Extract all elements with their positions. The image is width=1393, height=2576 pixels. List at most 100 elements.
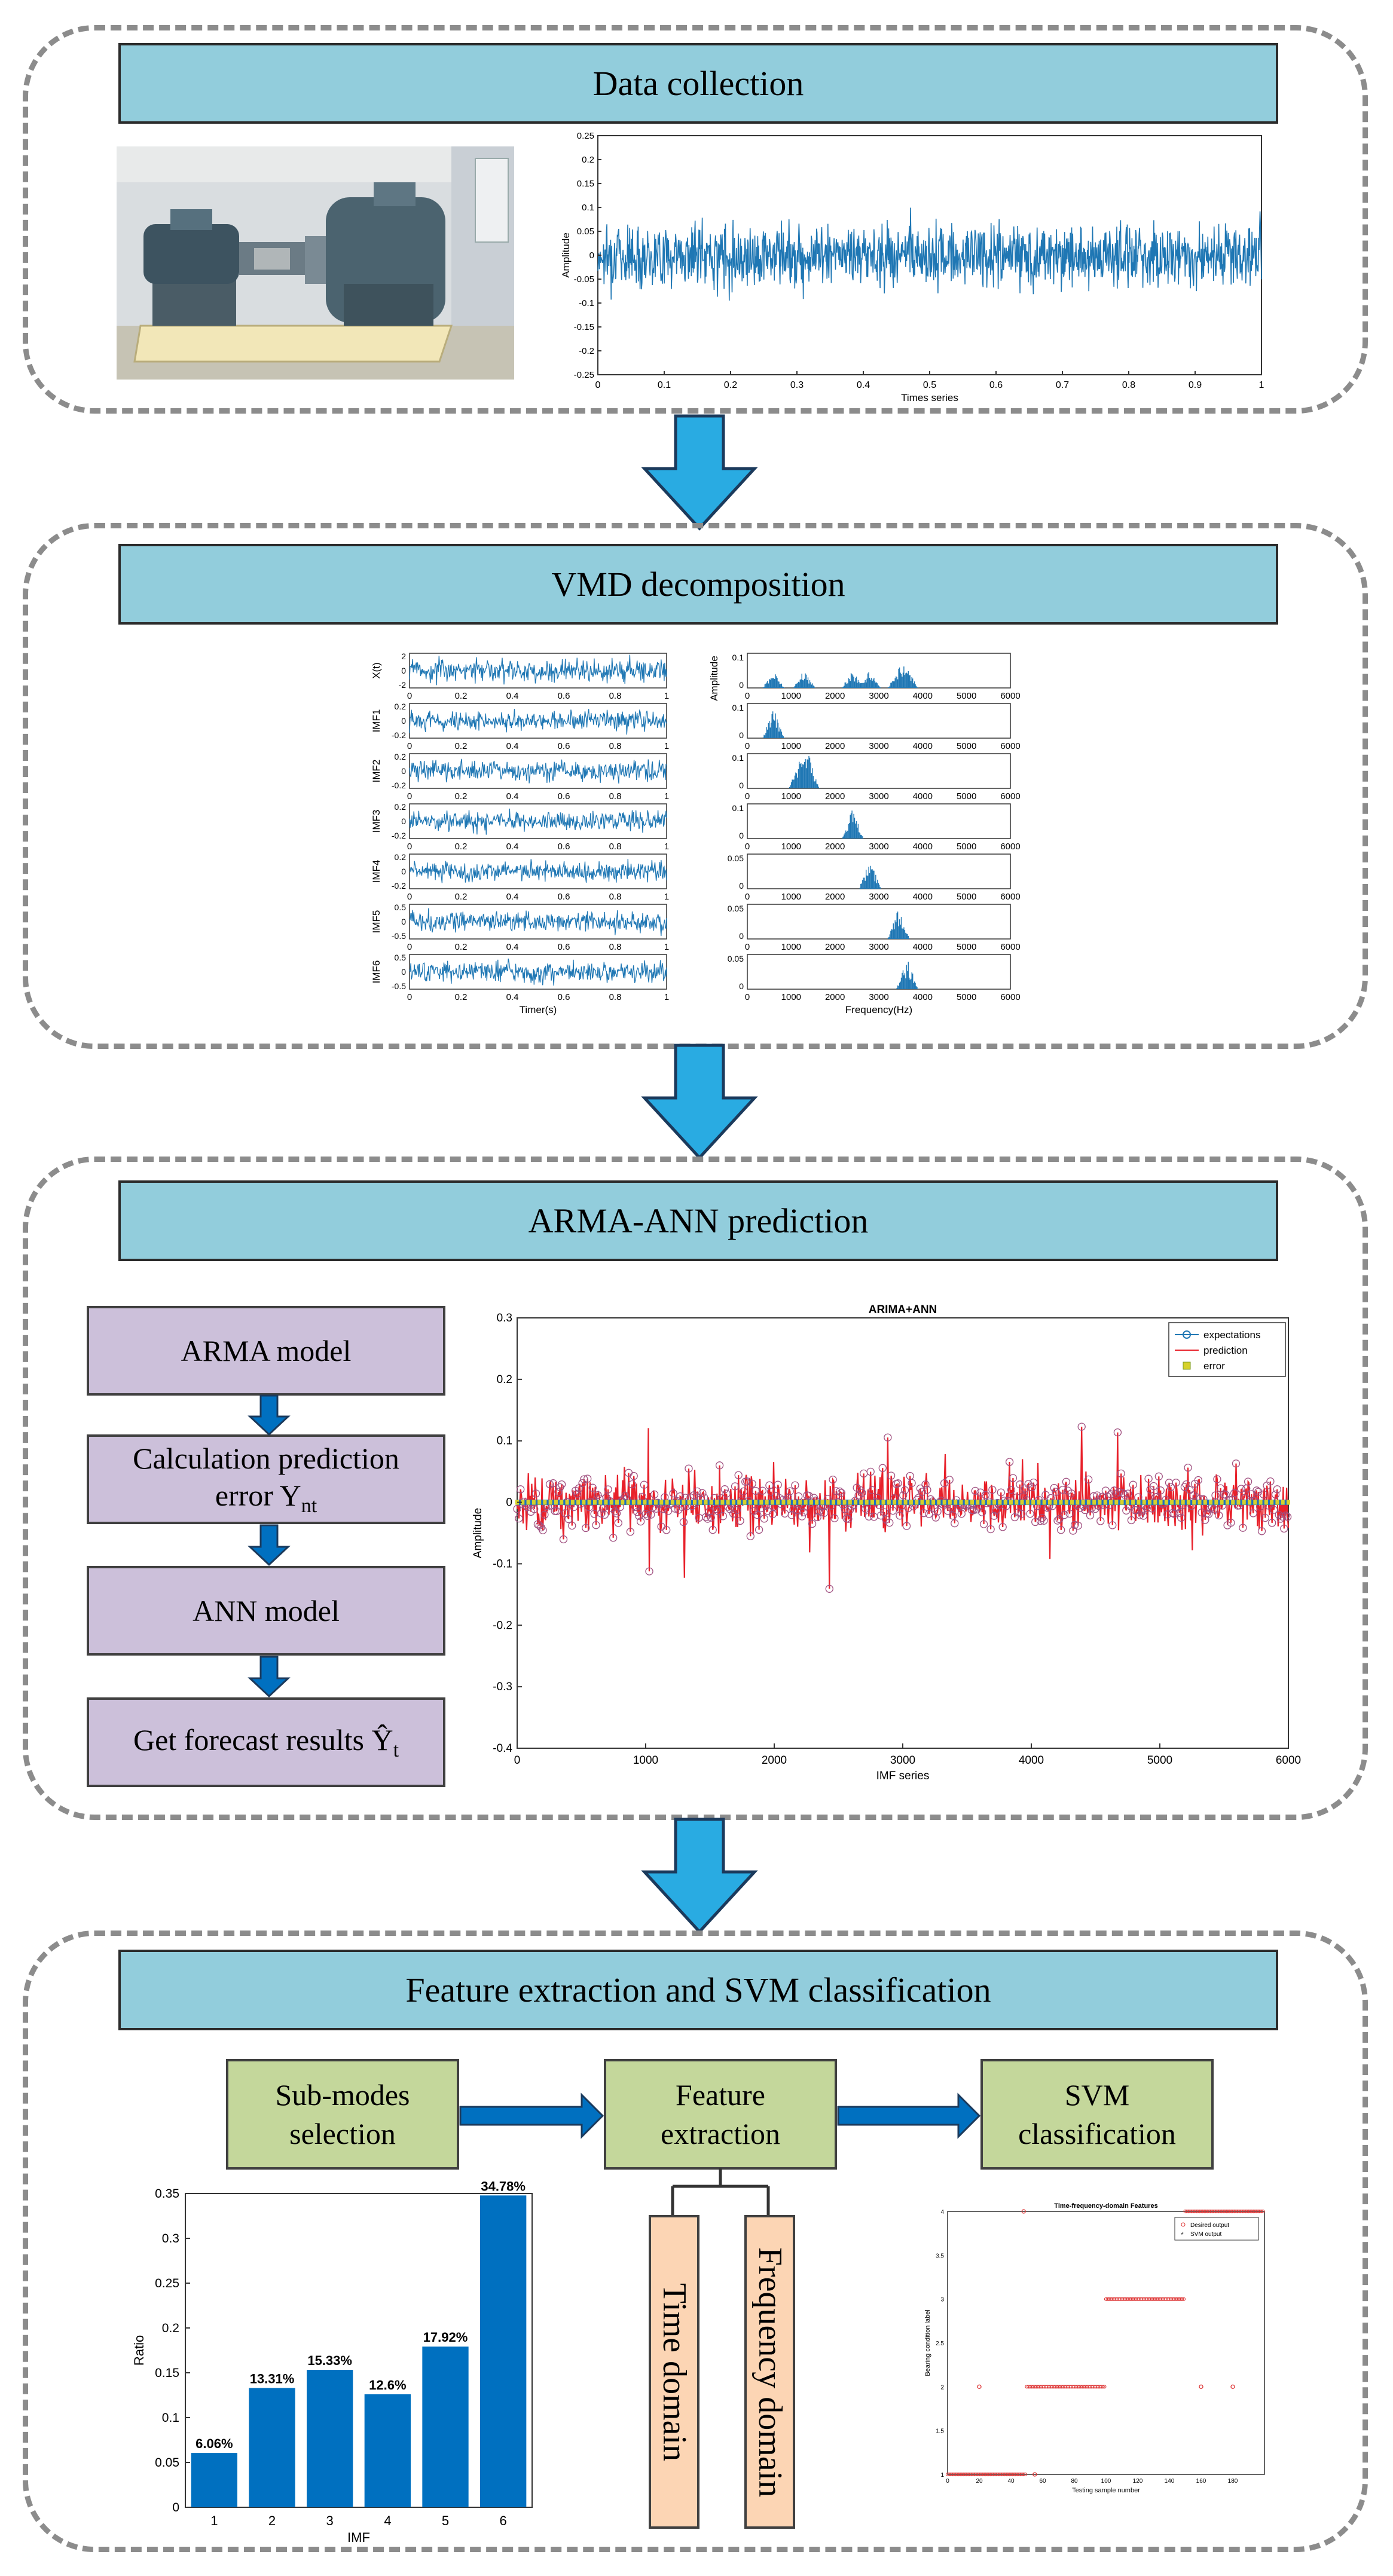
vmd-time-xtick: 0.2 bbox=[455, 892, 468, 902]
expectation-marker bbox=[1101, 1486, 1110, 1495]
vmd-freq-xtick: 5000 bbox=[957, 992, 976, 1002]
tf-xtick-label: 120 bbox=[1133, 2478, 1143, 2485]
vmd-time-xtick: 0.8 bbox=[609, 842, 622, 852]
expectation-marker bbox=[798, 1512, 807, 1520]
signal-ytick-label: -0.2 bbox=[579, 346, 594, 356]
vmd-time-ymax: 0.2 bbox=[395, 852, 407, 862]
expectation-marker bbox=[612, 1509, 621, 1518]
expectation-marker bbox=[734, 1471, 743, 1479]
error-marker bbox=[820, 1500, 824, 1505]
feature-extraction-line1: Feature bbox=[676, 2078, 765, 2112]
expectation-marker bbox=[976, 1488, 985, 1497]
signal-xtick-label: 1 bbox=[1259, 380, 1264, 390]
bar-ytick-label: 0.1 bbox=[162, 2411, 179, 2425]
expectation-marker bbox=[1067, 1489, 1076, 1498]
vmd-freq-xtick: 2000 bbox=[825, 942, 845, 952]
vmd-freq-xtick: 1000 bbox=[781, 892, 801, 902]
expectation-marker bbox=[610, 1507, 619, 1516]
expectation-marker bbox=[679, 1518, 688, 1526]
expectation-marker bbox=[908, 1479, 916, 1487]
expectation-marker bbox=[979, 1520, 988, 1528]
tf-ytick-label: 1.5 bbox=[936, 2428, 944, 2435]
arima-ytick-label: 0.3 bbox=[497, 1312, 512, 1324]
arima-ytick-label: -0.4 bbox=[493, 1742, 512, 1755]
expectation-marker bbox=[1058, 1485, 1067, 1494]
vmd-freq-xtick: 6000 bbox=[1000, 791, 1020, 801]
tf-xtick-label: 100 bbox=[1101, 2478, 1111, 2485]
expectation-marker bbox=[1108, 1521, 1117, 1529]
signal-xtick-label: 0.7 bbox=[1056, 380, 1069, 390]
expectation-marker bbox=[1117, 1469, 1125, 1478]
expectation-marker bbox=[736, 1516, 744, 1525]
error-marker bbox=[765, 1500, 769, 1505]
vmd-time-xtick: 0.2 bbox=[455, 741, 468, 751]
vmd-mode-label: IMF5 bbox=[371, 910, 382, 934]
vmd-freq-series bbox=[762, 666, 919, 688]
time-domain-box: Time domain bbox=[649, 2215, 699, 2529]
expectation-marker bbox=[1069, 1526, 1077, 1535]
vmd-freq-yzero: 0 bbox=[739, 981, 744, 991]
vmd-time-xtick: 0 bbox=[407, 741, 412, 751]
expectation-marker bbox=[530, 1505, 539, 1513]
tf-xtick-label: 140 bbox=[1165, 2478, 1175, 2485]
signal-ytick-label: -0.25 bbox=[574, 370, 594, 380]
vmd-title: VMD decomposition bbox=[118, 544, 1278, 625]
expectation-marker bbox=[705, 1507, 714, 1516]
vmd-freq-xtick: 5000 bbox=[957, 842, 976, 852]
error-marker bbox=[626, 1500, 630, 1505]
expectation-marker bbox=[758, 1486, 767, 1495]
expectation-marker bbox=[808, 1519, 817, 1528]
expectation-marker bbox=[902, 1522, 911, 1530]
tf-legend-desired-marker bbox=[1181, 2222, 1186, 2227]
bar-ytick-label: 0.2 bbox=[162, 2321, 179, 2335]
vmd-freq-xtick: 5000 bbox=[957, 942, 976, 952]
tf-legend bbox=[1174, 2217, 1259, 2241]
error-marker bbox=[842, 1500, 847, 1505]
vmd-freq-xtick: 4000 bbox=[913, 992, 933, 1002]
signal-xtick-label: 0.1 bbox=[658, 380, 671, 390]
error-marker bbox=[1209, 1500, 1213, 1505]
tf-desired-point bbox=[1180, 2297, 1184, 2301]
expectation-marker bbox=[767, 1488, 775, 1496]
vmd-time-xtick: 1 bbox=[664, 741, 669, 751]
signal-ytick-label: 0.25 bbox=[577, 131, 594, 141]
expectation-marker bbox=[630, 1471, 638, 1480]
vmd-time-panel bbox=[409, 653, 667, 689]
arma-ann-title: ARMA-ANN prediction bbox=[118, 1180, 1278, 1261]
expectation-marker bbox=[1184, 1463, 1192, 1472]
error-marker bbox=[826, 1500, 830, 1505]
expectation-marker bbox=[633, 1507, 641, 1516]
expectation-marker bbox=[720, 1485, 729, 1494]
signal-xtick-label: 0.5 bbox=[923, 380, 936, 390]
expectation-marker bbox=[1278, 1512, 1287, 1521]
vmd-freq-xtick: 2000 bbox=[825, 892, 845, 902]
vmd-freq-ymax: 0.05 bbox=[728, 954, 744, 963]
vmd-time-ymin: -0.2 bbox=[392, 881, 406, 891]
tf-desired-point bbox=[1261, 2209, 1265, 2214]
expectation-marker bbox=[884, 1433, 892, 1442]
arma-step-arrows bbox=[248, 1394, 291, 1698]
expectation-marker bbox=[1257, 1527, 1266, 1535]
expectation-marker bbox=[748, 1479, 756, 1488]
expectation-marker bbox=[835, 1487, 844, 1496]
error-marker bbox=[654, 1500, 658, 1505]
vmd-time-xtick: 0.6 bbox=[558, 691, 570, 701]
error-marker bbox=[798, 1500, 802, 1505]
error-marker bbox=[548, 1500, 552, 1505]
error-marker bbox=[759, 1500, 763, 1505]
legend-prediction: prediction bbox=[1203, 1345, 1248, 1356]
vmd-freq-xtick: 4000 bbox=[913, 842, 933, 852]
error-marker bbox=[604, 1500, 608, 1505]
expectation-marker bbox=[990, 1512, 998, 1520]
error-marker bbox=[815, 1500, 819, 1505]
error-marker bbox=[554, 1500, 558, 1505]
vmd-time-xtick: 0.6 bbox=[558, 942, 570, 952]
expectation-marker bbox=[754, 1525, 763, 1534]
expectation-marker bbox=[1129, 1480, 1137, 1489]
expectation-marker bbox=[1085, 1475, 1093, 1484]
expectation-marker bbox=[557, 1480, 566, 1489]
bar-ytick-label: 0.35 bbox=[155, 2187, 179, 2201]
expectation-marker bbox=[561, 1509, 570, 1518]
